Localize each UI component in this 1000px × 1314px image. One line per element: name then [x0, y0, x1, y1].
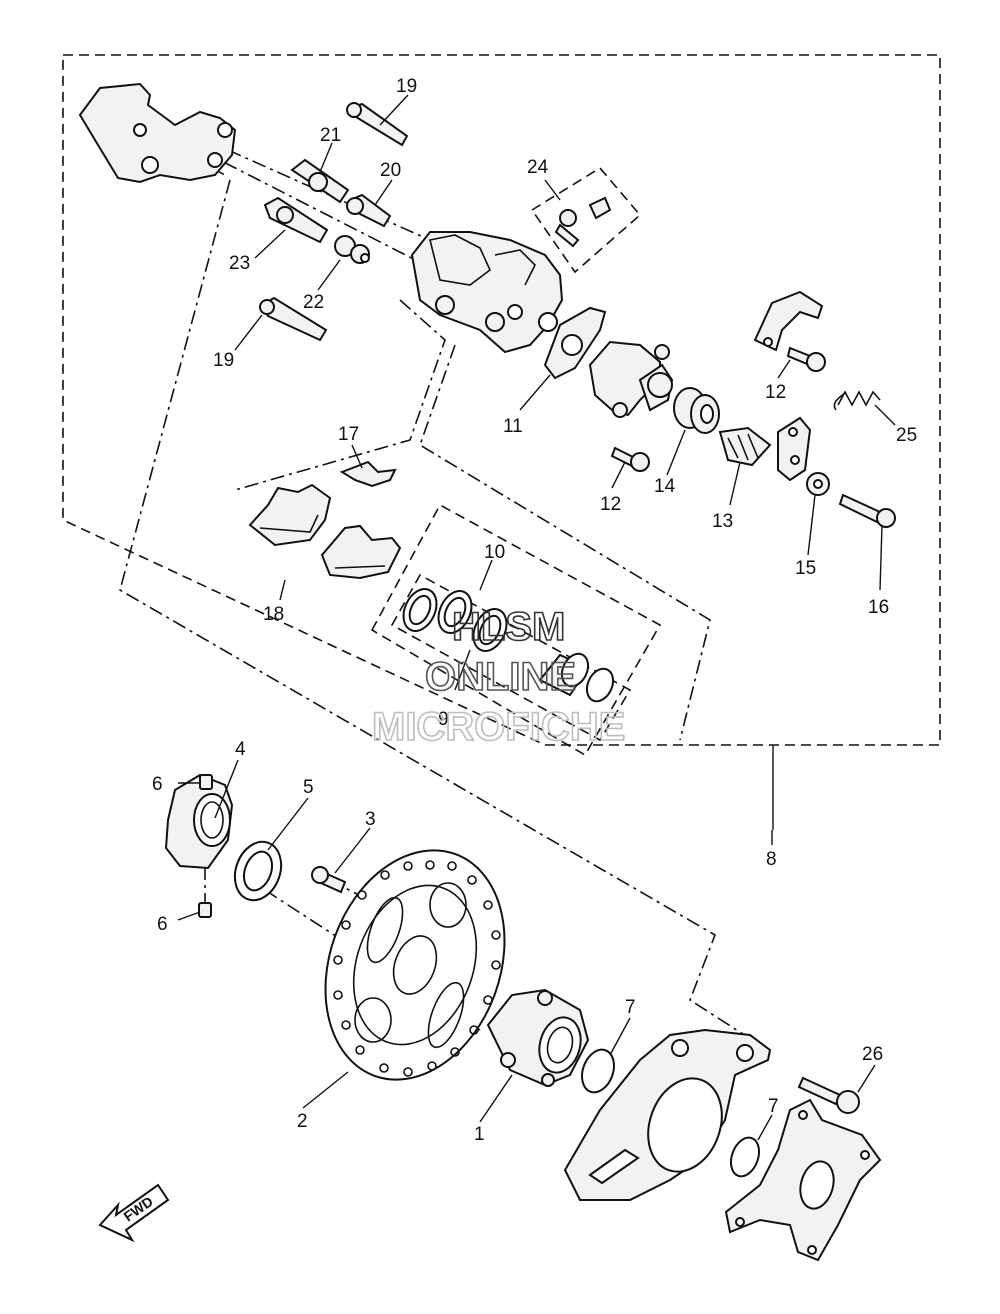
callout-6-upper: 6	[152, 774, 163, 795]
callout-20: 20	[380, 160, 401, 181]
lever-plate	[777, 416, 812, 482]
nut-15	[806, 472, 830, 496]
callout-23: 23	[229, 253, 250, 274]
callout-18: 18	[263, 604, 284, 625]
caliper-body	[410, 231, 564, 354]
washer-5	[233, 840, 283, 902]
brake-disc-2	[324, 849, 506, 1081]
brake-housing	[588, 340, 674, 418]
callout-22: 22	[303, 292, 324, 313]
callout-13: 13	[712, 511, 733, 532]
callout-16: 16	[868, 597, 889, 618]
bolt-3	[311, 866, 347, 894]
callout-17: 17	[338, 424, 359, 445]
watermark: HLSM ONLINE MICROFICHE	[371, 604, 626, 750]
callout-26: 26	[862, 1044, 883, 1065]
callout-1: 1	[474, 1124, 485, 1145]
callout-21: 21	[320, 125, 341, 146]
callout-3: 3	[365, 809, 376, 830]
bolt-26	[797, 1076, 860, 1114]
set-screw-6-upper	[199, 774, 213, 790]
callout-14: 14	[654, 476, 676, 497]
watermark-line-2: ONLINE	[425, 655, 576, 699]
pad-spring-17	[339, 460, 397, 488]
callout-19-upper: 19	[396, 76, 417, 97]
callout-8: 8	[766, 849, 777, 870]
carrier-plate	[563, 1028, 772, 1201]
bolt-19-upper	[346, 102, 409, 147]
gasket-11	[543, 306, 607, 380]
callout-7-lower: 7	[768, 1096, 779, 1117]
sprocket-hub	[724, 1098, 882, 1262]
seals-pistons-9	[402, 588, 615, 703]
bolt-16	[838, 493, 896, 528]
callout-15: 15	[795, 558, 816, 579]
lever-bracket	[753, 290, 824, 352]
watermark-line-3: MICROFICHE	[372, 705, 625, 749]
leader-lines	[177, 94, 896, 1141]
pin-23	[263, 196, 329, 244]
brake-pads-18	[248, 483, 402, 580]
bolt-19-lower	[259, 296, 328, 342]
watermark-line-1: HLSM	[452, 605, 565, 649]
callout-25: 25	[896, 425, 917, 446]
callout-9: 9	[438, 709, 449, 730]
o-ring-7-lower	[729, 1136, 761, 1178]
spring-25	[833, 390, 881, 411]
callout-labels: 1 2 3 4 5 6 6 7 7 8 9 10 11 12 12 13 14 …	[152, 76, 917, 1145]
callout-2: 2	[297, 1111, 308, 1132]
fwd-direction-arrow: FWD	[98, 1183, 170, 1243]
callout-4: 4	[235, 739, 246, 760]
callout-12-upper: 12	[765, 382, 786, 403]
bolt-12-upper	[786, 346, 826, 372]
bolt-12-lower	[610, 446, 650, 472]
callout-12-lower: 12	[600, 494, 621, 515]
spring-13	[718, 426, 772, 467]
seal-kit-10	[370, 503, 662, 757]
pin-21	[290, 158, 350, 204]
o-ring-7-upper	[581, 1048, 615, 1094]
callout-24: 24	[527, 157, 549, 178]
lock-nut-4	[164, 773, 234, 870]
callout-19-lower: 19	[213, 350, 234, 371]
pin-20	[346, 193, 392, 228]
callout-5: 5	[303, 777, 314, 798]
bleed-screw-24	[530, 166, 642, 274]
hub-1	[486, 988, 590, 1087]
callout-6-lower: 6	[157, 914, 168, 935]
callout-11: 11	[503, 416, 523, 437]
callout-10: 10	[484, 542, 505, 563]
spacer-14	[673, 387, 720, 434]
caliper-bracket	[78, 82, 237, 184]
seal-22	[334, 235, 370, 264]
callout-7-upper: 7	[625, 997, 636, 1018]
set-screw-6-lower	[198, 902, 212, 918]
assembly-8-boundary	[62, 54, 941, 746]
